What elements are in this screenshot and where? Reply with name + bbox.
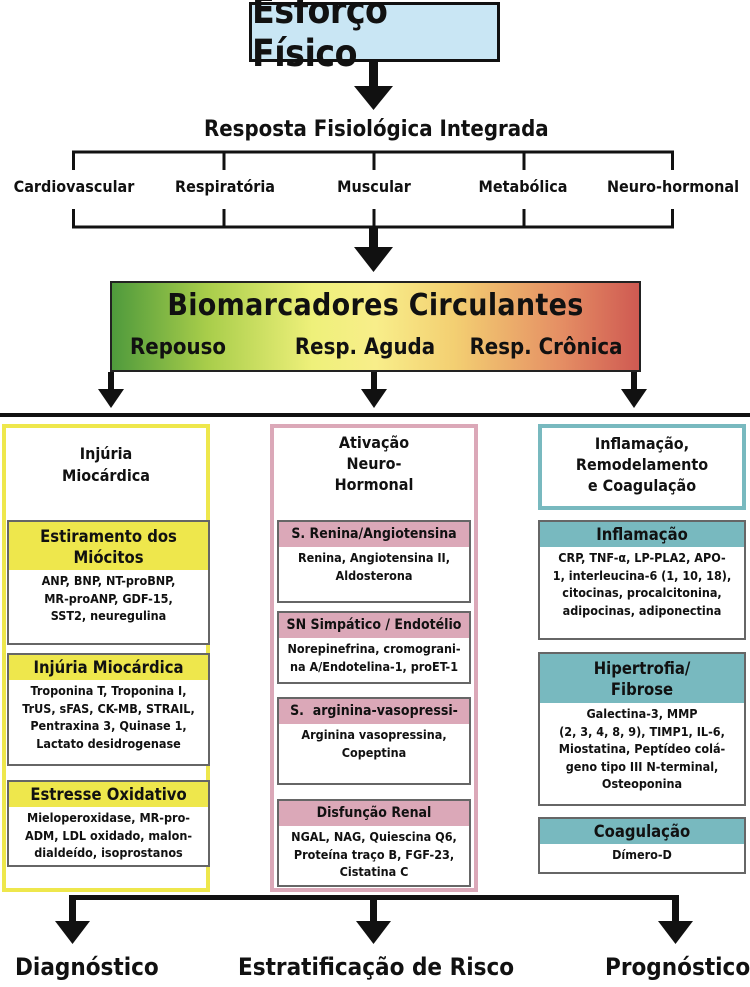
outcome-risk-stratification: Estratificação de Risco	[238, 953, 515, 981]
card-oxidative-stress: Estresse Oxidativo Mieloperoxidase, MR-p…	[7, 780, 210, 867]
card-renin-angiotensin: S. Renina/Angiotensina Renina, Angiotens…	[277, 520, 471, 603]
card-title: Estiramento dos Miócitos	[9, 522, 208, 570]
integrated-response-title: Resposta Fisiológica Integrada	[204, 117, 549, 142]
card-title: SN Simpático / Endotélio	[279, 613, 469, 638]
card-title: Injúria Miocárdica	[9, 655, 208, 680]
card-myocardial-injury: Injúria Miocárdica Troponina T, Troponin…	[7, 653, 210, 766]
card-title: Hipertrofia/ Fibrose	[540, 654, 744, 703]
card-content: Mieloperoxidase, MR-pro- ADM, LDL oxidad…	[25, 810, 192, 860]
phase-acute: Resp. Aguda	[294, 335, 436, 360]
system-metabolic: Metabólica	[478, 177, 568, 196]
card-title: S. arginina-vasopressi-	[279, 699, 469, 724]
diagram-title: Esforço Físico	[252, 0, 388, 75]
card-hypertrophy-fibrosis: Hipertrofia/ Fibrose Galectina-3, MMP (2…	[538, 652, 746, 806]
card-title: S. Renina/Angiotensina	[279, 522, 469, 547]
card-content: Norepinefrina, cromograni- na A/Endoteli…	[287, 641, 461, 674]
column-neurohormonal-activation	[270, 424, 478, 892]
biomarkers-box	[110, 281, 641, 372]
card-content: Galectina-3, MMP (2, 3, 4, 8, 9), TIMP1,…	[558, 706, 726, 791]
column-3-header: Inflamação, Remodelamento e Coagulação	[575, 434, 709, 495]
card-inflammation: Inflamação CRP, TNF-α, LP-PLA2, APO- 1, …	[538, 520, 746, 640]
card-coagulation: Coagulação Dímero-D	[538, 817, 746, 874]
card-title: Estresse Oxidativo	[9, 782, 208, 807]
card-arginine-vasopressin: S. arginina-vasopressi- Arginina vasopre…	[277, 697, 471, 785]
title-box: Esforço Físico	[249, 0, 500, 75]
outcome-prognosis: Prognóstico	[605, 953, 750, 981]
card-title: Disfunção Renal	[279, 801, 469, 826]
system-respiratory: Respiratória	[175, 177, 275, 196]
system-cardiovascular: Cardiovascular	[13, 177, 135, 196]
biomarkers-title: Biomarcadores Circulantes	[167, 288, 584, 323]
outcome-diagnosis: Diagnóstico	[15, 953, 159, 981]
card-content: Arginina vasopressina, Copeptina	[301, 727, 447, 760]
card-content: Dímero-D	[612, 847, 672, 862]
card-title: Coagulação	[540, 819, 744, 844]
card-myocyte-stretch: Estiramento dos Miócitos ANP, BNP, NT-pr…	[7, 520, 210, 645]
column-inflammation-remodeling-coagulation	[538, 424, 746, 510]
card-title: Inflamação	[540, 522, 744, 547]
column-2-header: Ativação Neuro- Hormonal	[334, 433, 414, 494]
column-1-header: Injúria Miocárdica	[62, 444, 150, 485]
card-sympathetic-endothelium: SN Simpático / Endotélio Norepinefrina, …	[277, 611, 471, 684]
phase-rest: Repouso	[130, 335, 226, 360]
phase-chronic: Resp. Crônica	[469, 335, 623, 360]
card-content: Renina, Angiotensina II, Aldosterona	[298, 550, 450, 583]
card-content: CRP, TNF-α, LP-PLA2, APO- 1, interleucin…	[552, 550, 732, 618]
system-muscular: Muscular	[337, 177, 411, 196]
system-neurohormonal: Neuro-hormonal	[606, 177, 740, 196]
card-content: Troponina T, Troponina I, TrUS, sFAS, CK…	[22, 683, 195, 751]
card-content: ANP, BNP, NT-proBNP, MR-proANP, GDF-15, …	[41, 573, 176, 623]
column-1-header-frame	[2, 424, 210, 512]
card-content: NGAL, NAG, Quiescina Q6, Proteína traço …	[291, 829, 457, 879]
card-renal-dysfunction: Disfunção Renal NGAL, NAG, Quiescina Q6,…	[277, 799, 471, 887]
